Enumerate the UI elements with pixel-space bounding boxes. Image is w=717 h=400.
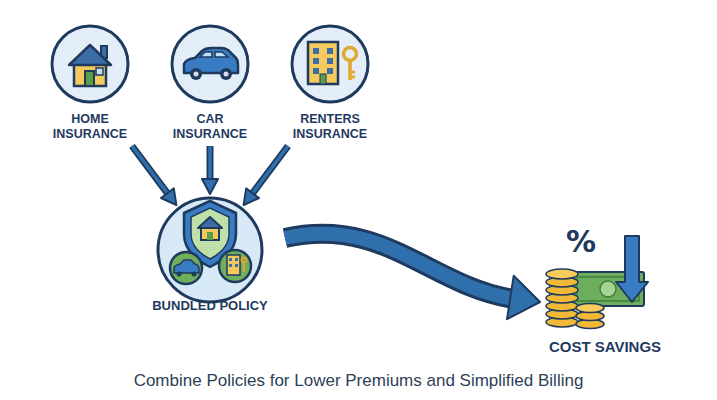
node-label: RENTERS INSURANCE bbox=[288, 112, 372, 142]
arrow-head bbox=[244, 188, 259, 205]
percent-symbol: % bbox=[566, 226, 596, 258]
insurance-circle: HOME INSURANCE bbox=[40, 26, 140, 146]
circle-shape bbox=[172, 26, 248, 102]
arrow-shaft bbox=[251, 146, 288, 195]
flow-arrow bbox=[285, 234, 540, 319]
arrow-shaft bbox=[208, 146, 212, 181]
arrow-shaft bbox=[132, 146, 169, 195]
circle-shape bbox=[52, 26, 128, 102]
arrow-outline bbox=[132, 146, 169, 195]
money-icon bbox=[546, 236, 648, 329]
node-label: COST SAVINGS bbox=[540, 338, 670, 356]
node-label: CAR INSURANCE bbox=[168, 112, 252, 142]
arrow-head bbox=[161, 188, 176, 205]
bundle-circle: BUNDLED POLICY bbox=[145, 196, 275, 316]
insurance-circle: CAR INSURANCE bbox=[160, 26, 260, 146]
node-label: HOME INSURANCE bbox=[48, 112, 132, 142]
arrow-outline bbox=[207, 146, 214, 181]
caption-text: Combine Policies for Lower Premiums and … bbox=[0, 371, 717, 391]
node-label: BUNDLED POLICY bbox=[145, 298, 275, 314]
curved-arrow-body bbox=[285, 234, 514, 299]
curved-arrow-head bbox=[507, 276, 540, 319]
insurance-circle: RENTERS INSURANCE bbox=[280, 26, 380, 146]
circle-shape bbox=[292, 26, 368, 102]
flow-arrow bbox=[244, 146, 288, 205]
flow-arrow bbox=[202, 146, 218, 194]
arrow-head bbox=[202, 179, 218, 194]
circle-shape bbox=[158, 198, 262, 302]
arrow-outline bbox=[251, 146, 288, 195]
curved-arrow-outline bbox=[285, 234, 514, 299]
flow-arrow bbox=[132, 146, 176, 205]
savings-group: COST SAVINGS bbox=[540, 228, 670, 360]
